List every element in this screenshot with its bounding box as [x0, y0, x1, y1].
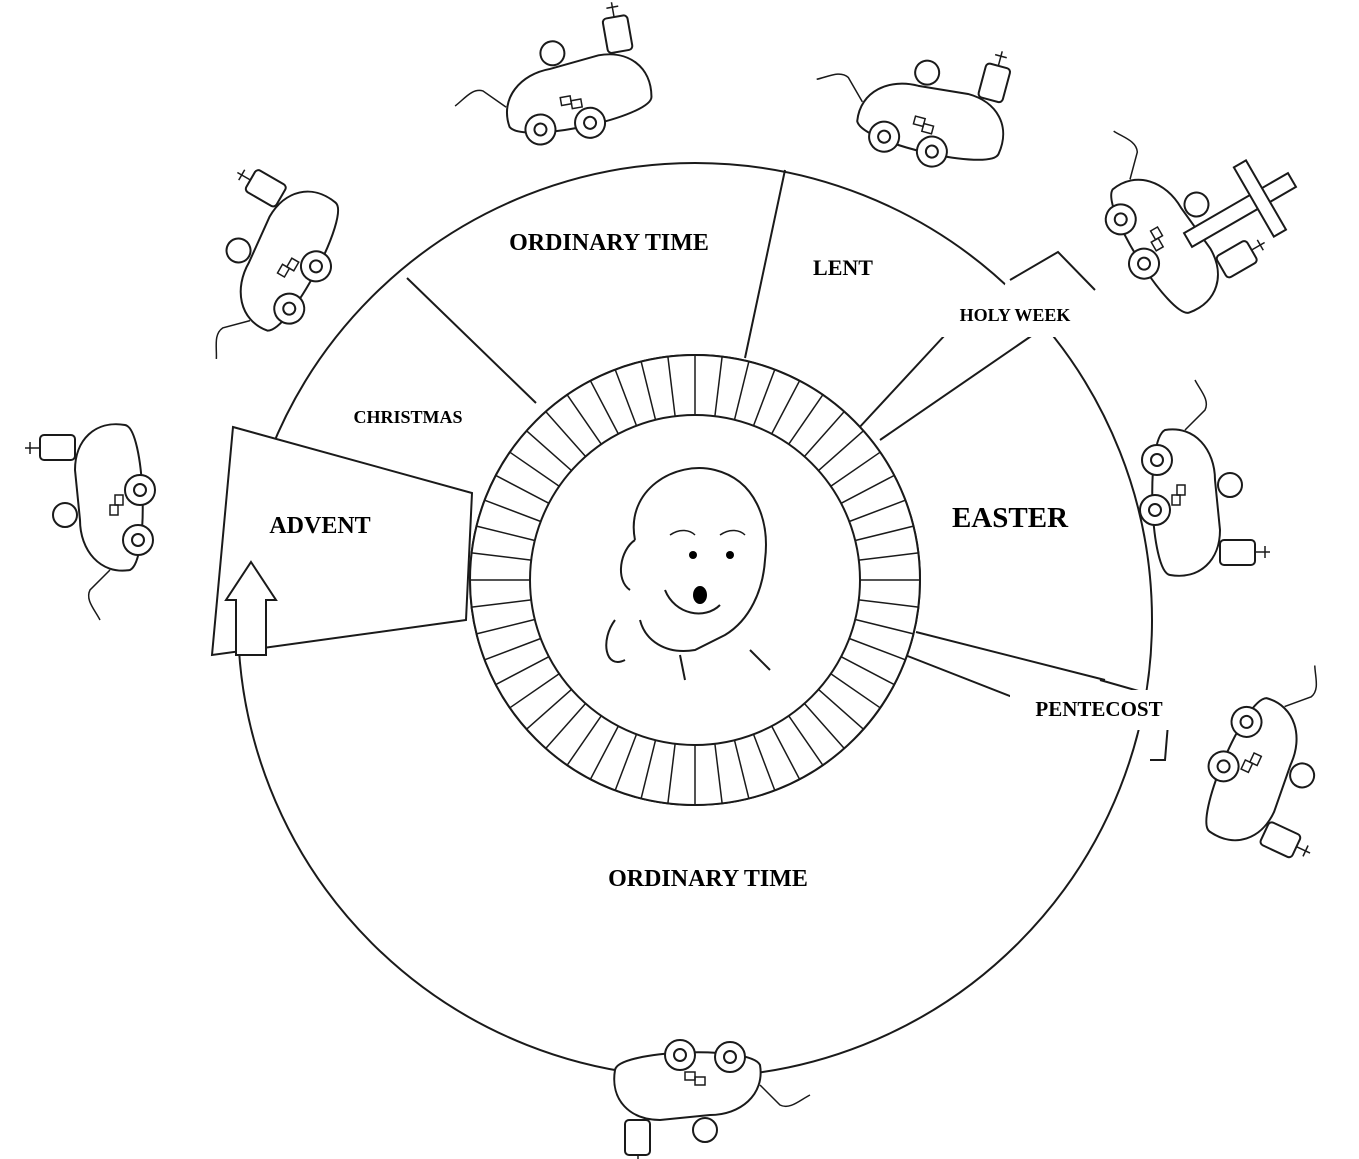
car-icon [442, 0, 657, 160]
divider-lent-holyweek [857, 335, 945, 430]
car-icon [151, 152, 361, 387]
car-icon [1140, 380, 1270, 576]
ordinary-time-bottom-label: ORDINARY TIME [608, 866, 808, 892]
car-icon [614, 1040, 810, 1159]
pentecost-label: PENTECOST [1035, 697, 1162, 721]
lent-label: LENT [813, 255, 873, 280]
center-disc [530, 415, 860, 745]
car-icon [1182, 642, 1359, 874]
ordinary-time-top-label: ORDINARY TIME [509, 230, 709, 256]
divider-pentecost [905, 655, 1020, 700]
divider-ordinary-lent [745, 170, 785, 358]
car-icon [802, 7, 1025, 183]
holy-week-label: HOLY WEEK [960, 305, 1071, 325]
christmas-label: CHRISTMAS [353, 407, 462, 427]
divider-christmas-ordinary [407, 278, 536, 403]
advent-label: ADVENT [269, 513, 370, 539]
easter-label: EASTER [952, 502, 1069, 534]
car-icon [25, 424, 155, 620]
divider-holyweek-easter [880, 330, 1040, 440]
divider-easter-pentecost [916, 632, 1105, 680]
